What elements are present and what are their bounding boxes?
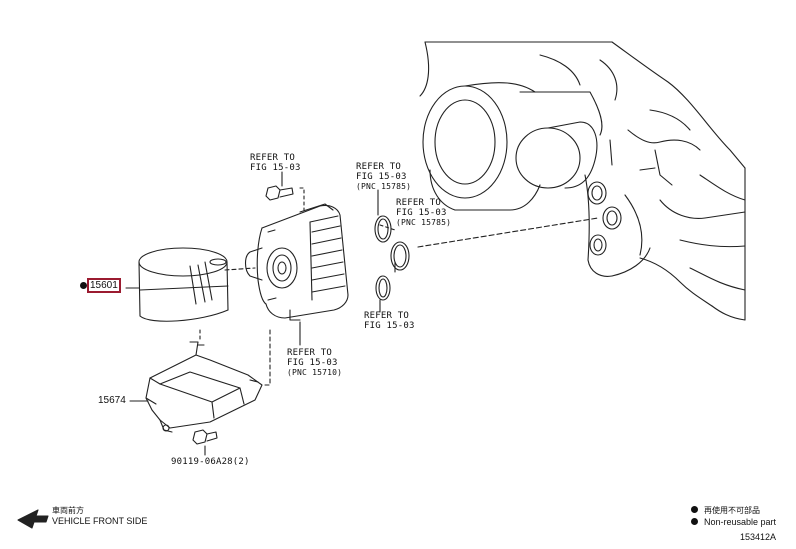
refer-fig-link[interactable]: FIG 15-03 [250, 163, 301, 173]
refer-fig-link[interactable]: FIG 15-03 [396, 208, 447, 218]
leader-line-engine [417, 217, 599, 248]
oil-filter-bracket-illustration [244, 203, 349, 321]
refer-text: REFER TO [396, 198, 441, 208]
oil-filter-illustration [138, 247, 229, 322]
refer-label-4: REFER TO FIG 15-03 [364, 311, 415, 331]
vehicle-front-jp: 車両前方 [52, 506, 84, 515]
refer-fig-link[interactable]: FIG 15-03 [287, 358, 338, 368]
bolt-upper-illustration [265, 185, 294, 201]
figure-id: 153412A [740, 532, 777, 542]
o-ring-middle [390, 241, 410, 271]
refer-pnc: (PNC 15785) [396, 218, 452, 227]
refer-text: REFER TO [364, 311, 409, 321]
legend-row-en: Non-reusable part [691, 517, 776, 527]
engine-block-illustration [419, 41, 746, 321]
legend-text-en: Non-reusable part [704, 517, 777, 527]
refer-text: REFER TO [356, 162, 401, 172]
bracket-stay-illustration [145, 341, 263, 433]
legend-text-jp: 再使用不可部品 [704, 506, 760, 515]
refer-pnc: (PNC 15710) [287, 368, 343, 377]
refer-text: REFER TO [287, 348, 332, 358]
legend-dot-icon [691, 506, 698, 513]
o-ring-upper [374, 215, 392, 243]
refer-fig-link[interactable]: FIG 15-03 [364, 321, 415, 331]
part-number-15601[interactable]: 15601 [87, 278, 121, 293]
refer-pnc: (PNC 15785) [356, 182, 412, 191]
part-number-15674[interactable]: 15674 [98, 395, 126, 406]
legend-dot-icon [691, 518, 698, 525]
refer-text: REFER TO [250, 153, 295, 163]
refer-label-1: REFER TO FIG 15-03 [250, 153, 301, 173]
bolt-lower-illustration [192, 429, 218, 445]
refer-fig-link[interactable]: FIG 15-03 [356, 172, 407, 182]
non-reusable-dot [80, 281, 87, 289]
part-number-90119[interactable]: 90119-06A28(2) [171, 457, 250, 467]
front-direction-arrow [17, 509, 49, 529]
refer-label-5: REFER TO FIG 15-03 (PNC 15710) [287, 348, 342, 378]
part-15601-callout[interactable]: 15601 [80, 278, 121, 293]
o-ring-lower [375, 275, 391, 301]
vehicle-front-en: VEHICLE FRONT SIDE [52, 516, 148, 526]
refer-label-3: REFER TO FIG 15-03 (PNC 15785) [396, 198, 451, 228]
legend-row-jp: 再使用不可部品 [691, 505, 760, 516]
refer-label-2: REFER TO FIG 15-03 (PNC 15785) [356, 162, 411, 192]
